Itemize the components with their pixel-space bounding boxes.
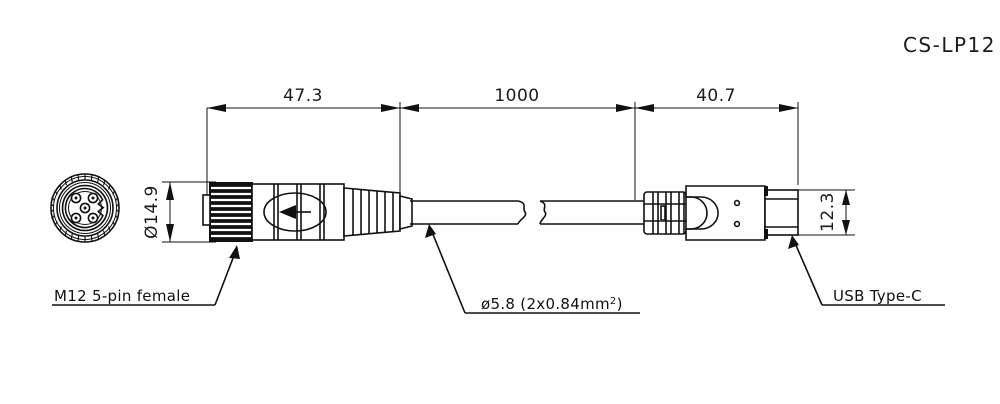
- usbc-relief-window: [660, 205, 666, 221]
- arrow-left-icon: [279, 205, 296, 219]
- arrowhead-mid2-in: [616, 104, 635, 112]
- usbc-shoulder-top: [764, 186, 768, 196]
- callout-usbc-leader: [794, 242, 823, 306]
- callout-m12-label: M12 5-pin female: [54, 287, 190, 305]
- callout-cable-text: ø5.8 (2x0.84mm: [481, 295, 610, 313]
- usb-dim-arrow-top: [842, 190, 850, 205]
- cable-break-left: [517, 200, 527, 225]
- usbc-inner-contour: [686, 196, 719, 230]
- dimension-value-usb-length: 40.7: [696, 86, 736, 106]
- dimension-value-cable-length: 1000: [494, 86, 539, 106]
- usbc-dot-bottom: [733, 220, 741, 228]
- callout-m12-leader: [214, 252, 236, 306]
- callout-usbc: USB Type-C: [788, 235, 945, 306]
- cable: [410, 200, 645, 225]
- usb-type-c-connector: [643, 185, 799, 241]
- callout-cable-close-paren: ): [617, 295, 623, 313]
- callout-usbc-label: USB Type-C: [833, 287, 922, 305]
- callout-m12-arrowhead: [229, 245, 240, 259]
- dia-arrow-top: [166, 182, 174, 200]
- usb-height-dimension-group: 12.3: [793, 189, 855, 236]
- knurl-ring: [50, 173, 120, 243]
- callout-m12: M12 5-pin female: [52, 245, 240, 306]
- callout-cable: ø5.8 (2x0.84mm2): [425, 224, 640, 314]
- pin-holes: [70, 192, 99, 224]
- arrowhead-mid2-out: [635, 104, 654, 112]
- strain-relief-bellows: [343, 187, 401, 237]
- callout-cable-label: ø5.8 (2x0.84mm2): [481, 295, 623, 313]
- callout-cable-superscript: 2: [610, 296, 617, 307]
- callout-cable-arrowhead: [425, 224, 436, 238]
- marking-oval: [263, 192, 327, 232]
- nut-front-flange: [202, 194, 211, 226]
- dimension-value-usb-height: 12.3: [818, 192, 838, 232]
- drawing-title: CS-LP12: [903, 33, 996, 57]
- bellows-tail: [399, 194, 413, 231]
- dimension-value-connector-diameter: Ø14.9: [142, 185, 162, 239]
- usbc-dot-top: [733, 199, 741, 207]
- usbc-overmold-body: [685, 185, 766, 241]
- usb-dim-arrow-bottom: [842, 220, 850, 235]
- arrowhead-mid1-in: [381, 104, 400, 112]
- callout-cable-leader: [431, 231, 466, 314]
- m12-connector-side-view: [202, 182, 413, 242]
- usbc-shoulder-bottom: [764, 229, 768, 239]
- cable-break-right: [539, 200, 547, 225]
- insert-inner-ring: [68, 191, 102, 225]
- coupling-nut-knurl-stripes: [211, 186, 251, 238]
- top-dimension-chain: 47.3 1000 40.7: [206, 86, 799, 205]
- arrowhead-right-in: [779, 104, 798, 112]
- m12-front-face-view: [50, 173, 120, 243]
- arrowhead-left-in: [207, 104, 226, 112]
- callout-usbc-arrowhead: [788, 235, 799, 249]
- arrowhead-mid1-out: [400, 104, 419, 112]
- dia-arrow-bottom: [166, 224, 174, 242]
- dimension-value-connector-length: 47.3: [283, 86, 323, 106]
- diameter-dimension-group: Ø14.9: [142, 181, 216, 243]
- usbc-plug-shell: [764, 189, 799, 236]
